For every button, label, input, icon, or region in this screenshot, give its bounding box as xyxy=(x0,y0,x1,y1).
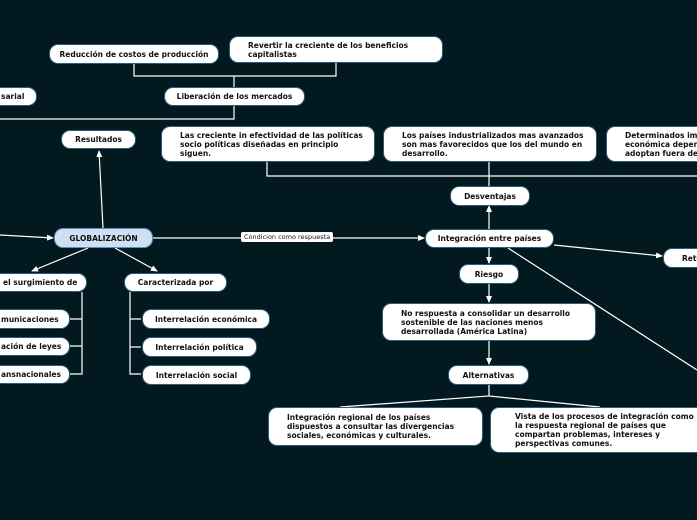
line-diagonal-right xyxy=(507,247,697,371)
node-desventajas[interactable]: Desventajas xyxy=(450,186,530,206)
arrow-surgimiento xyxy=(31,247,89,272)
node-transnacionales[interactable]: ansnacionales xyxy=(0,365,70,384)
node-determinados[interactable]: Determinados imp económica depend adopta… xyxy=(606,126,697,162)
node-interrelacion-social[interactable]: Interrelación social xyxy=(142,365,251,385)
node-alternativas[interactable]: Alternativas xyxy=(448,365,529,385)
node-surgimiento[interactable]: el surgimiento de xyxy=(0,273,87,292)
node-empresarial[interactable]: sarial xyxy=(0,87,37,106)
node-resultados[interactable]: Resultados xyxy=(61,130,136,149)
arrow-reto xyxy=(553,244,663,259)
line-costos-beneficios xyxy=(133,63,337,77)
edge-label-condicion: Condicion como respuesta xyxy=(241,232,334,242)
bracket-caracterizada xyxy=(129,292,141,375)
node-caracterizada[interactable]: Caracterizada por xyxy=(124,273,227,292)
arrow-caracterizada xyxy=(114,247,158,272)
bracket-desventajas xyxy=(266,162,697,186)
node-revertir-beneficios[interactable]: Revertir la creciente de los beneficios … xyxy=(229,36,443,63)
node-creciente-inefectividad[interactable]: Las creciente in efectividad de las polí… xyxy=(161,126,375,162)
node-leyes[interactable]: ación de leyes xyxy=(0,337,70,356)
node-integracion-paises[interactable]: Integración entre países xyxy=(425,229,554,248)
node-no-respuesta[interactable]: No respuesta a consolidar un desarrollo … xyxy=(382,303,596,341)
node-integracion-regional[interactable]: Integración regional de los países dispu… xyxy=(268,407,483,446)
node-reduccion-costos[interactable]: Reducción de costos de producción xyxy=(49,44,219,64)
node-comunicaciones[interactable]: municaciones xyxy=(0,309,70,329)
bracket-surgimiento xyxy=(70,292,83,375)
node-vista-procesos[interactable]: Vista de los procesos de integración com… xyxy=(490,407,697,453)
node-liberacion-mercados[interactable]: Liberación de los mercados xyxy=(164,87,305,106)
lines-alternativas xyxy=(339,385,601,408)
arrow-resultados xyxy=(96,150,104,229)
node-paises-industrializados[interactable]: Los países industrializados mas avanzado… xyxy=(383,126,597,162)
node-interrelacion-economica[interactable]: Interrelación económica xyxy=(142,309,270,329)
node-retos[interactable]: Reto xyxy=(663,248,697,268)
line-liberacion-left xyxy=(0,106,235,120)
node-interrelacion-politica[interactable]: Interrelación política xyxy=(142,337,257,357)
node-riesgo[interactable]: Riesgo xyxy=(459,264,519,284)
node-globalizacion[interactable]: GLOBALIZACIÓN xyxy=(54,228,153,248)
arrow-into-globalizacion xyxy=(0,234,54,241)
